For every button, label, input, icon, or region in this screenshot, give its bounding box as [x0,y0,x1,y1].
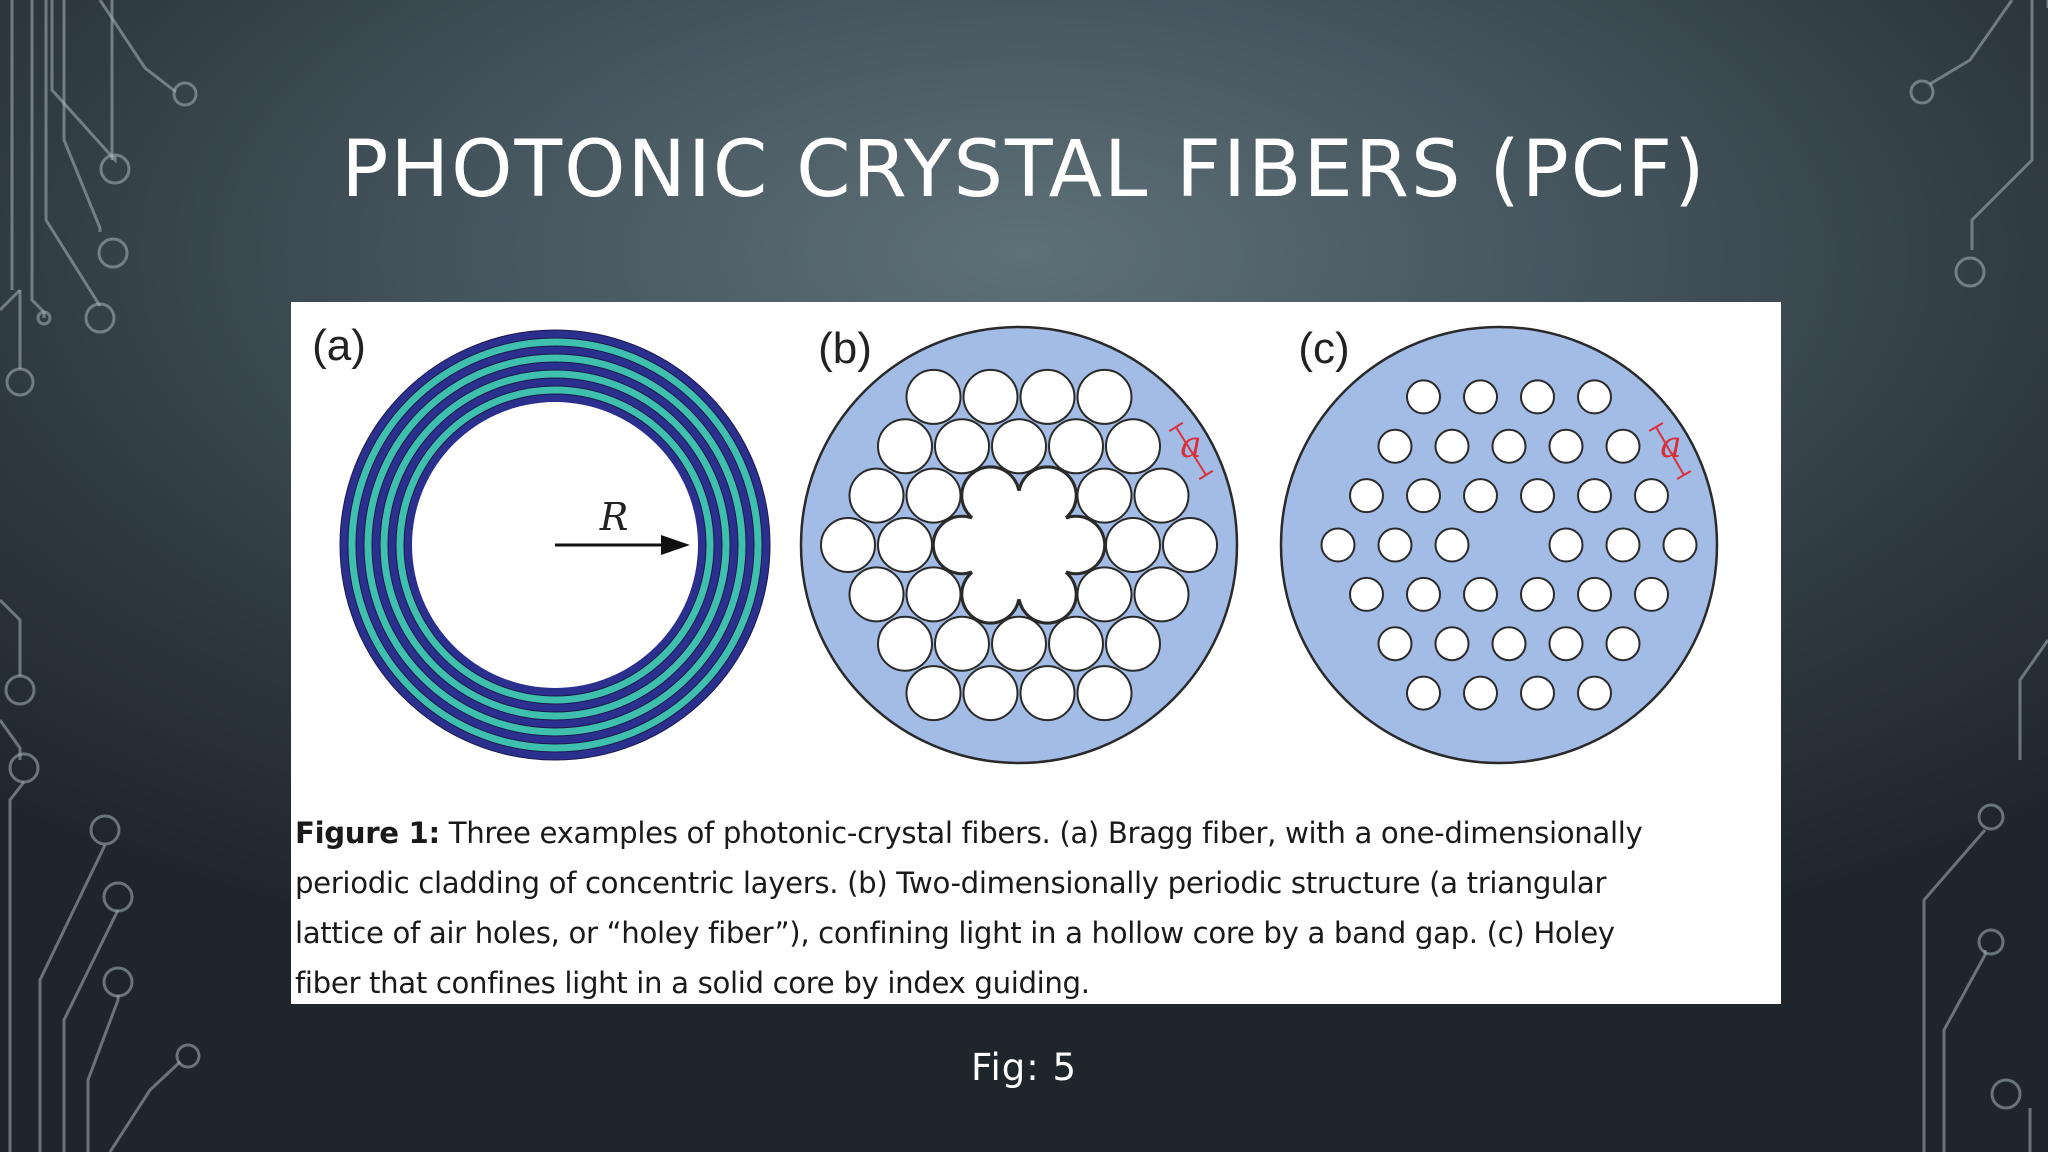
lattice-constant-symbol: a [1660,425,1681,466]
radius-symbol: R [599,495,629,539]
air-hole [1577,675,1612,711]
air-hole [1577,576,1612,612]
air-hole [877,615,933,672]
air-hole [1577,379,1612,415]
air-hole [1048,418,1104,475]
air-hole [1463,576,1498,612]
lattice-spacing-tick [1676,470,1692,480]
air-hole [1019,368,1076,425]
air-hole [1520,478,1555,514]
air-hole [1377,626,1413,662]
air-hole [1463,478,1498,514]
air-hole [1605,527,1641,563]
air-hole [877,418,933,475]
air-hole [1406,576,1441,612]
air-hole [1076,566,1133,623]
air-hole [1406,675,1441,711]
panel-label-b: (b) [818,324,872,373]
air-hole [1349,478,1384,514]
air-hole [1105,615,1161,672]
air-hole [1491,428,1527,464]
air-hole [1162,517,1218,573]
air-hole [1434,428,1470,464]
air-hole [1105,418,1161,475]
air-hole [991,615,1047,672]
lattice-constant-symbol: a [1180,425,1201,466]
bragg-fiber-diagram: R (a) [312,321,771,761]
air-hole [1662,527,1698,563]
caption-line-1: Figure 1: Three examples of photonic-cry… [295,808,1777,858]
lattice-spacing-line [1175,426,1207,476]
lattice-spacing-tick [1198,469,1214,481]
air-hole [991,418,1047,475]
air-hole [1548,428,1584,464]
air-hole [962,665,1019,722]
air-hole [1434,527,1470,563]
air-hole [1406,478,1441,514]
caption-heading: Figure 1: [295,816,440,850]
air-hole [905,566,962,623]
air-hole [1377,428,1413,464]
air-hole [1520,675,1555,711]
air-hole [1349,576,1384,612]
air-hole [1605,428,1641,464]
air-hole [1463,675,1498,711]
solid-core-fiber-diagram: a (c) [1279,324,1719,765]
air-hole [1105,517,1161,573]
lattice-spacing-line [1655,426,1685,476]
radius-arrow-icon [661,535,690,555]
panel-label-c: (c) [1298,324,1349,373]
air-hole [1377,527,1413,563]
fiber-diagrams: R (a) a (b) a (c) [312,321,1719,765]
air-hole [1634,576,1669,612]
air-hole [905,467,962,524]
air-hole [1076,368,1133,425]
air-hole [1520,379,1555,415]
air-hole [1577,478,1612,514]
caption-line-3: lattice of air holes, or “holey fiber”),… [295,916,1615,950]
air-hole [1133,467,1190,524]
air-hole [848,467,905,524]
air-hole [1491,626,1527,662]
air-hole [1019,665,1076,722]
air-hole [905,665,962,722]
hollow-core-center [964,490,1074,600]
air-hole [1605,626,1641,662]
air-hole [877,517,933,573]
air-hole [1520,576,1555,612]
air-hole [1548,626,1584,662]
caption-text-1: Three examples of photonic-crystal fiber… [439,816,1643,850]
air-hole [1133,566,1190,623]
air-hole [962,368,1019,425]
slide-title: PHOTONIC CRYSTAL FIBERS (PCF) [341,125,1707,215]
caption-line-2: periodic cladding of concentric layers. … [295,866,1607,900]
air-hole [1634,478,1669,514]
air-hole [1076,467,1133,524]
air-hole [934,418,990,475]
air-hole [1434,626,1470,662]
air-hole [820,517,876,573]
air-hole [1463,379,1498,415]
lattice-spacing-tick [1648,422,1664,432]
lattice-spacing-tick [1168,421,1184,433]
air-hole [1076,665,1133,722]
air-hole [848,566,905,623]
air-hole [1548,527,1584,563]
air-hole [905,368,962,425]
caption-line-4: fiber that confines light in a solid cor… [295,966,1090,1000]
air-hole [1320,527,1356,563]
hollow-core-fiber-diagram: a (b) [799,324,1239,765]
figure-number-label: Fig: 5 [970,1046,1078,1089]
air-hole [1048,615,1104,672]
figure-panel: R (a) a (b) a (c) Figure 1: Three exampl… [291,302,1781,1004]
air-hole [1406,379,1441,415]
air-hole [934,615,990,672]
figure-caption: Figure 1: Three examples of photonic-cry… [295,808,1777,1008]
panel-label-a: (a) [312,321,366,370]
